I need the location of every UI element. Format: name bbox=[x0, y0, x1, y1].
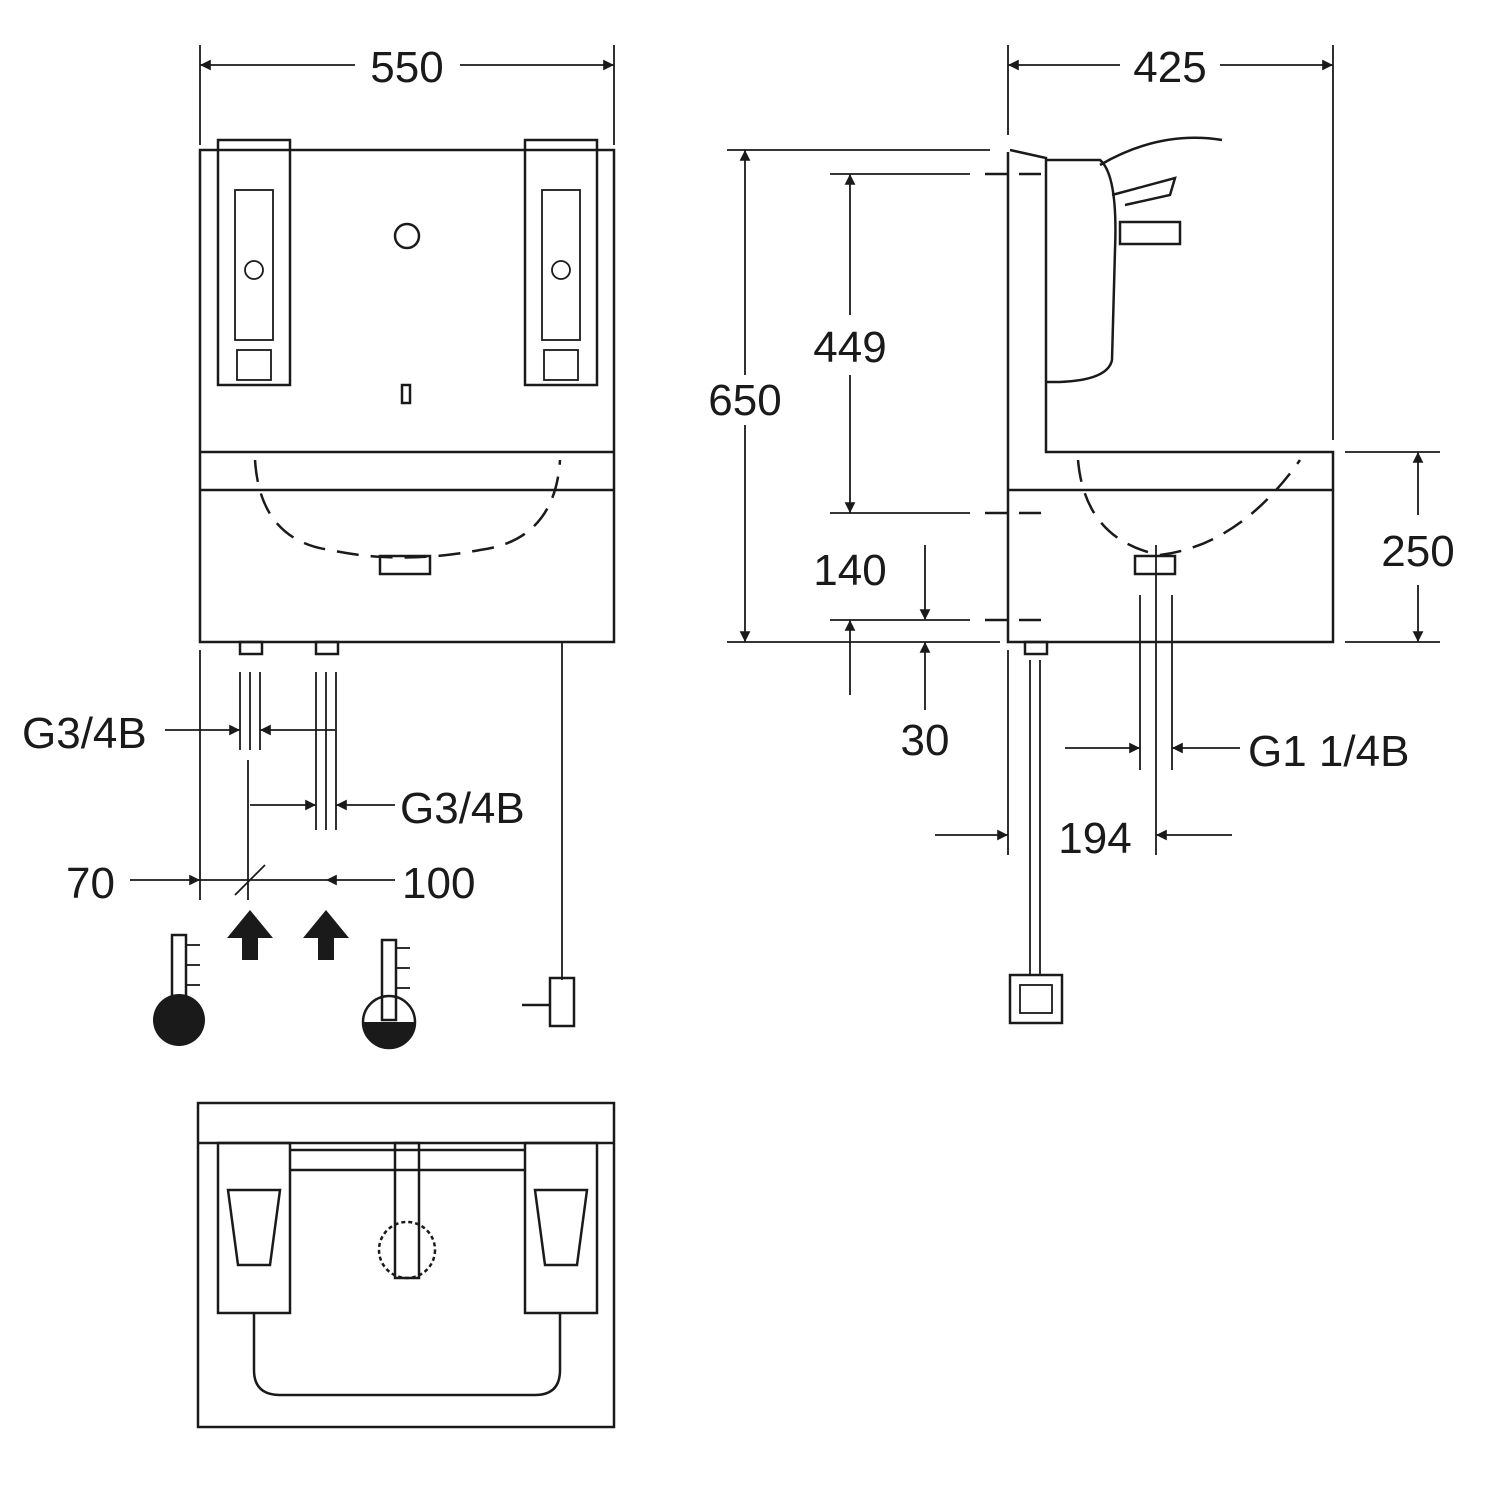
top-view bbox=[196, 1101, 616, 1429]
dim-bottom-offset: 30 bbox=[901, 716, 950, 765]
cold-inlet-arrow-icon bbox=[303, 910, 349, 960]
side-view bbox=[1006, 136, 1335, 1025]
dim-basin-height: 250 bbox=[1381, 527, 1454, 576]
cold-thermometer-icon bbox=[361, 938, 417, 1050]
front-dimensions: 550 G3/4B G3/4B 70 100 bbox=[22, 43, 615, 1050]
dim-upper-height: 449 bbox=[813, 323, 886, 372]
right-dispenser bbox=[523, 138, 599, 387]
dim-drain-distance: 194 bbox=[1058, 814, 1131, 863]
left-dispenser bbox=[216, 138, 292, 387]
sensor-icon bbox=[393, 222, 421, 250]
dim-drain-connection: G1 1/4B bbox=[1248, 727, 1409, 776]
hot-thermometer-icon bbox=[153, 933, 205, 1046]
dim-hot-offset: 70 bbox=[66, 859, 115, 908]
dim-total-height: 650 bbox=[708, 376, 781, 425]
side-dimensions: 425 650 449 140 30 250 G1 1/4B 194 bbox=[708, 43, 1454, 863]
dim-cold-offset: 100 bbox=[402, 859, 475, 908]
dim-cold-connection: G3/4B bbox=[400, 784, 525, 833]
front-view bbox=[198, 138, 616, 1028]
dim-lower-offset: 140 bbox=[813, 546, 886, 595]
dim-depth: 425 bbox=[1133, 43, 1206, 92]
dim-width: 550 bbox=[370, 43, 443, 92]
dim-hot-connection: G3/4B bbox=[22, 709, 147, 758]
hot-inlet-arrow-icon bbox=[227, 910, 273, 960]
